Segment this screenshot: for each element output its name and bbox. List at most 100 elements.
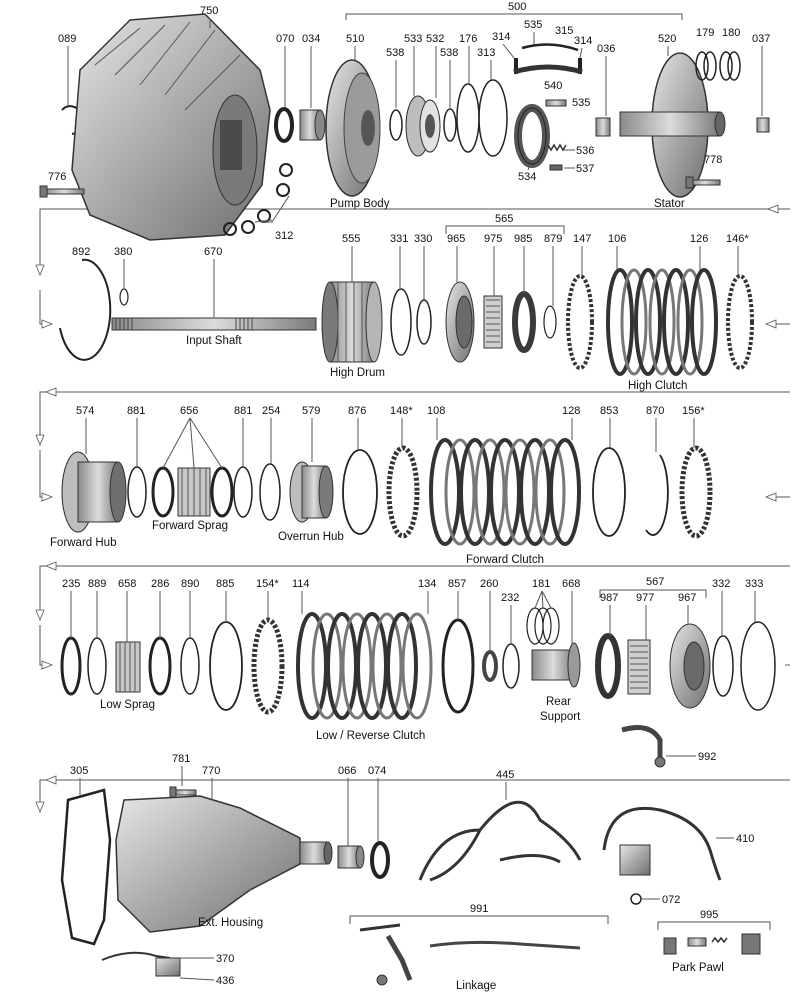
row-4: 567	[35, 576, 790, 814]
row-3: 574 881 656 881 254 579 876 148* 108 128…	[35, 405, 790, 622]
part-181-seal-rings	[526, 607, 560, 645]
part-179-seal-rings	[695, 51, 717, 81]
callout-154: 154*	[256, 578, 279, 590]
part-870-snap-ring	[645, 454, 669, 536]
callout-254: 254	[262, 405, 280, 417]
group-label-565: 565	[495, 213, 513, 225]
part-574-forward-hub	[61, 451, 127, 533]
part-995-park-pawl	[663, 933, 761, 955]
part-180-seal-rings	[719, 51, 741, 81]
flow-line-2a	[39, 290, 50, 325]
callout-879: 879	[544, 233, 562, 245]
part-330-seal	[416, 299, 432, 345]
part-977-return-springs	[627, 639, 651, 695]
callout-889: 889	[88, 578, 106, 590]
part-072-o-ring	[630, 893, 642, 905]
callout-235: 235	[62, 578, 80, 590]
callout-987: 987	[600, 592, 618, 604]
callout-072: 072	[662, 894, 680, 906]
part-108-128-forward-clutch-pack	[429, 438, 581, 546]
part-881-ring	[127, 466, 147, 518]
callout-537: 537	[576, 163, 594, 175]
callout-870: 870	[646, 405, 664, 417]
part-156-plate	[679, 445, 713, 539]
callout-148: 148*	[390, 405, 413, 417]
part-879-snap-ring	[543, 305, 557, 339]
part-154-plate	[251, 617, 285, 715]
part-658-low-sprag	[115, 641, 141, 693]
callout-510: 510	[346, 33, 364, 45]
callout-977: 977	[636, 592, 654, 604]
part-778-bolt	[685, 176, 721, 189]
part-074-seal	[370, 841, 390, 879]
caption-support: Support	[540, 711, 581, 723]
callout-180: 180	[722, 27, 740, 39]
flow-arrow-icon	[766, 204, 779, 214]
row-5: 305 781 770 066 074 445 410 072 991 995 …	[60, 753, 771, 992]
part-114-134-low-reverse-clutch-pack	[296, 612, 433, 720]
flow-line-1	[39, 208, 790, 275]
callout-975: 975	[484, 233, 502, 245]
caption-overrun-hub: Overrun Hub	[278, 531, 344, 543]
callout-108: 108	[427, 405, 445, 417]
callout-885: 885	[216, 578, 234, 590]
part-536-spring	[547, 143, 567, 152]
caption-forward-hub: Forward Hub	[50, 537, 116, 549]
callout-876: 876	[348, 405, 366, 417]
callout-410: 410	[736, 833, 754, 845]
part-857-ring	[441, 618, 475, 714]
group-bracket-991	[349, 915, 609, 924]
caption-pump-body: Pump Body	[330, 198, 390, 210]
part-520-stator	[619, 52, 726, 198]
callout-305: 305	[70, 765, 88, 777]
callout-146: 146*	[726, 233, 749, 245]
callout-332: 332	[712, 578, 730, 590]
caption-linkage: Linkage	[456, 980, 496, 992]
group-bracket-500	[345, 13, 683, 20]
callout-534: 534	[518, 171, 536, 183]
callout-314-b: 314	[574, 35, 592, 47]
row-2: 565	[35, 213, 790, 447]
callout-232: 232	[501, 592, 519, 604]
part-533-pump-gear	[405, 95, 441, 157]
part-534-rotor-ring	[514, 104, 550, 168]
part-750-bell-housing	[71, 13, 271, 241]
callout-380: 380	[114, 246, 132, 258]
callout-114: 114	[292, 578, 310, 590]
callout-857: 857	[448, 578, 466, 590]
part-770-extension-housing	[115, 795, 333, 933]
callout-532: 532	[426, 33, 444, 45]
callout-126: 126	[690, 233, 708, 245]
part-286-race	[148, 636, 172, 696]
callout-853: 853	[600, 405, 618, 417]
part-776-bolt	[39, 185, 85, 198]
part-305-gasket	[60, 788, 112, 946]
callout-985: 985	[514, 233, 532, 245]
group-bracket-995	[657, 921, 771, 930]
callout-881: 881	[127, 405, 145, 417]
part-436-sensor	[155, 957, 181, 977]
caption-high-drum: High Drum	[330, 367, 385, 379]
callout-535-b: 535	[572, 97, 590, 109]
flow-line-3a	[39, 450, 50, 498]
part-037-bushing	[756, 117, 770, 133]
part-148-plate	[386, 445, 420, 539]
callout-313: 313	[477, 47, 495, 59]
callout-330: 330	[414, 233, 432, 245]
part-333-seal	[740, 621, 776, 711]
part-668-rear-support	[531, 642, 581, 688]
caption-stator: Stator	[654, 198, 685, 210]
part-510-pump-body	[325, 59, 381, 197]
group-bracket-567	[599, 589, 707, 598]
part-991-linkage	[359, 923, 581, 986]
group-bracket-565	[445, 225, 565, 234]
caption-high-clutch: High Clutch	[628, 380, 687, 392]
part-876-snap-ring	[342, 449, 378, 535]
caption-forward-sprag: Forward Sprag	[152, 520, 228, 532]
part-656-sprag-assembly	[151, 466, 234, 518]
callout-286: 286	[151, 578, 169, 590]
part-034-bushing	[299, 109, 326, 141]
part-992-lever	[621, 725, 666, 768]
part-555-high-drum	[321, 281, 383, 363]
